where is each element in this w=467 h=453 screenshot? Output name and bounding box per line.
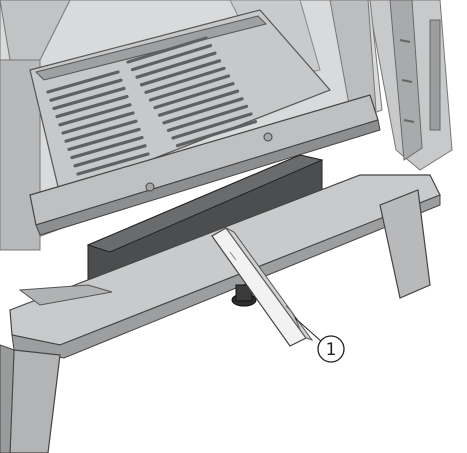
stove-legs: [0, 189, 431, 453]
callout-label: 1: [326, 340, 337, 360]
grate-slot: [58, 103, 132, 127]
grate-slot: [135, 51, 217, 79]
grate-shaker-tool: [211, 227, 314, 347]
grate-slot: [144, 66, 226, 95]
shaker-knob: [231, 284, 257, 307]
stove-door: [367, 0, 453, 171]
grate-slot: [76, 152, 150, 176]
grate-slot: [46, 70, 120, 94]
grate-slot: [67, 127, 141, 151]
grate-slot: [162, 97, 244, 125]
grate-slot: [70, 136, 144, 160]
grate-slot: [61, 111, 135, 135]
grate-slot: [166, 104, 249, 132]
grate-slot: [139, 59, 222, 87]
grate-slot: [64, 119, 138, 143]
front-bar: [29, 94, 381, 236]
grate-slot: [52, 86, 126, 111]
grate-slot: [55, 94, 129, 119]
grate-slot: [126, 36, 208, 64]
grate-slot: [130, 43, 213, 72]
grate-slot: [157, 89, 240, 117]
callout-1: 1: [294, 317, 345, 363]
grate-slot: [175, 119, 258, 148]
grate-slot: [73, 144, 147, 168]
grate-slot: [171, 112, 253, 140]
callout-circle: [317, 335, 345, 363]
grate-slot: [49, 78, 123, 102]
callout-leader-line: [294, 317, 323, 343]
grate-slot: [153, 81, 235, 110]
grate-slot: [148, 74, 231, 102]
